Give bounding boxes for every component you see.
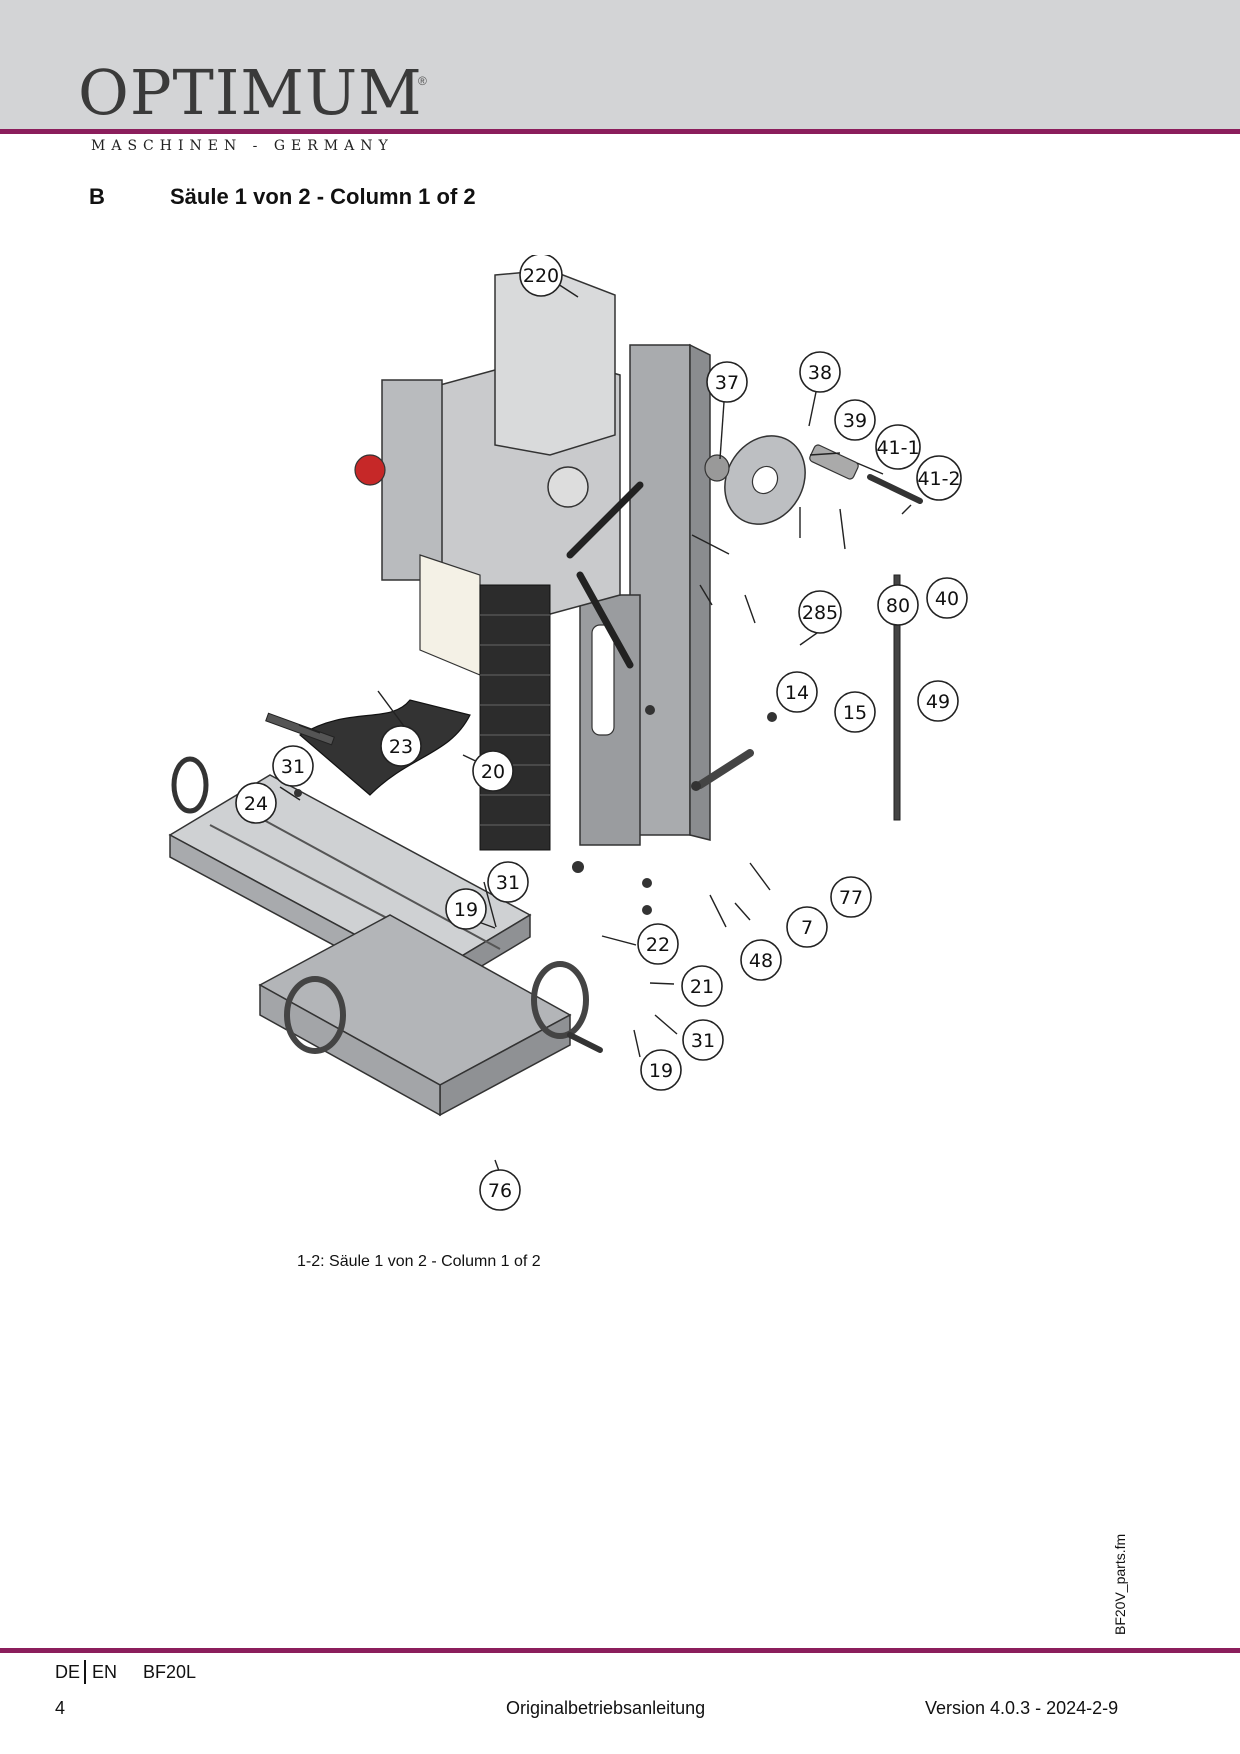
svg-text:15: 15 [843, 702, 867, 724]
svg-text:14: 14 [785, 682, 809, 704]
callout-76: 76 [479, 1169, 521, 1211]
callout-21: 21 [681, 965, 723, 1007]
footer-lang-de: DE [55, 1662, 81, 1682]
brand-subtitle: MASCHINEN - GERMANY [91, 138, 394, 154]
header-band [0, 0, 1240, 131]
registered-mark: ® [418, 74, 427, 88]
exploded-view-figure: 220 37 38 39 41-1 41-2 40 80 285 14 15 4… [168, 255, 968, 1211]
callout-37: 37 [706, 361, 748, 403]
footer-rule [0, 1648, 1240, 1653]
file-tag: BF20V_parts.fm [1112, 1533, 1128, 1635]
callout-31c: 31 [682, 1019, 724, 1061]
callout-15: 15 [834, 691, 876, 733]
machine-illustration [168, 269, 923, 1117]
footer-lang-separator [84, 1660, 86, 1684]
svg-text:77: 77 [839, 887, 863, 909]
svg-text:19: 19 [454, 899, 478, 921]
callout-19b: 19 [640, 1049, 682, 1091]
svg-text:22: 22 [646, 934, 670, 956]
svg-text:39: 39 [843, 410, 867, 432]
header-rule [0, 129, 1240, 134]
callout-41-2: 41-2 [916, 455, 962, 501]
callout-31a: 31 [272, 745, 314, 787]
callout-14: 14 [776, 671, 818, 713]
svg-text:31: 31 [691, 1030, 715, 1052]
callout-39: 39 [834, 399, 876, 441]
svg-text:31: 31 [281, 756, 305, 778]
callout-23: 23 [380, 725, 422, 767]
svg-text:38: 38 [808, 362, 832, 384]
svg-text:41-1: 41-1 [876, 437, 919, 459]
svg-text:37: 37 [715, 372, 739, 394]
callout-7: 7 [786, 906, 828, 948]
svg-text:19: 19 [649, 1060, 673, 1082]
callout-22: 22 [637, 923, 679, 965]
callout-48: 48 [740, 939, 782, 981]
svg-text:40: 40 [935, 588, 959, 610]
callout-49: 49 [917, 680, 959, 722]
brand-logo: OPTIMUM [78, 56, 423, 129]
callout-40: 40 [926, 577, 968, 619]
figure-caption: 1-2: Säule 1 von 2 - Column 1 of 2 [297, 1253, 541, 1270]
callout-24: 24 [235, 782, 277, 824]
svg-text:24: 24 [244, 793, 268, 815]
svg-text:21: 21 [690, 976, 714, 998]
footer-model: BF20L [143, 1662, 197, 1682]
callout-77: 77 [830, 876, 872, 918]
svg-text:20: 20 [481, 761, 505, 783]
svg-text:41-2: 41-2 [917, 468, 960, 490]
svg-text:76: 76 [488, 1180, 512, 1202]
svg-text:31: 31 [496, 872, 520, 894]
callout-80: 80 [877, 584, 919, 626]
version-label: Version 4.0.3 - 2024-2-9 [925, 1698, 1119, 1718]
svg-text:23: 23 [389, 736, 413, 758]
svg-text:49: 49 [926, 691, 950, 713]
callout-285: 285 [798, 590, 842, 634]
callout-41-1: 41-1 [875, 424, 921, 470]
document-title: Originalbetriebsanleitung [506, 1698, 706, 1718]
callout-20: 20 [472, 750, 514, 792]
svg-text:48: 48 [749, 950, 773, 972]
callout-19a: 19 [445, 888, 487, 930]
callout-31b: 31 [487, 861, 529, 903]
svg-text:80: 80 [886, 595, 910, 617]
svg-text:7: 7 [801, 917, 813, 939]
page-number: 4 [55, 1698, 66, 1718]
svg-text:285: 285 [802, 602, 838, 624]
leader-lines [279, 272, 912, 1191]
callout-220: 220 [519, 255, 563, 297]
section-letter: B [89, 184, 105, 209]
section-title: Säule 1 von 2 - Column 1 of 2 [170, 184, 476, 209]
svg-text:220: 220 [523, 265, 559, 287]
footer-lang-en: EN [92, 1662, 118, 1682]
callout-38: 38 [799, 351, 841, 393]
